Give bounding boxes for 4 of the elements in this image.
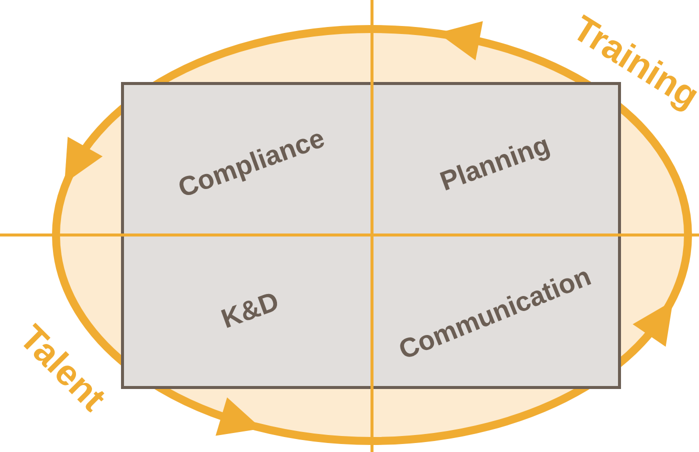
quadrant-cell bbox=[121, 82, 372, 235]
quadrant-cell bbox=[372, 235, 621, 389]
quadrant-label: K&D bbox=[216, 285, 283, 335]
quadrant-cell bbox=[121, 235, 372, 389]
